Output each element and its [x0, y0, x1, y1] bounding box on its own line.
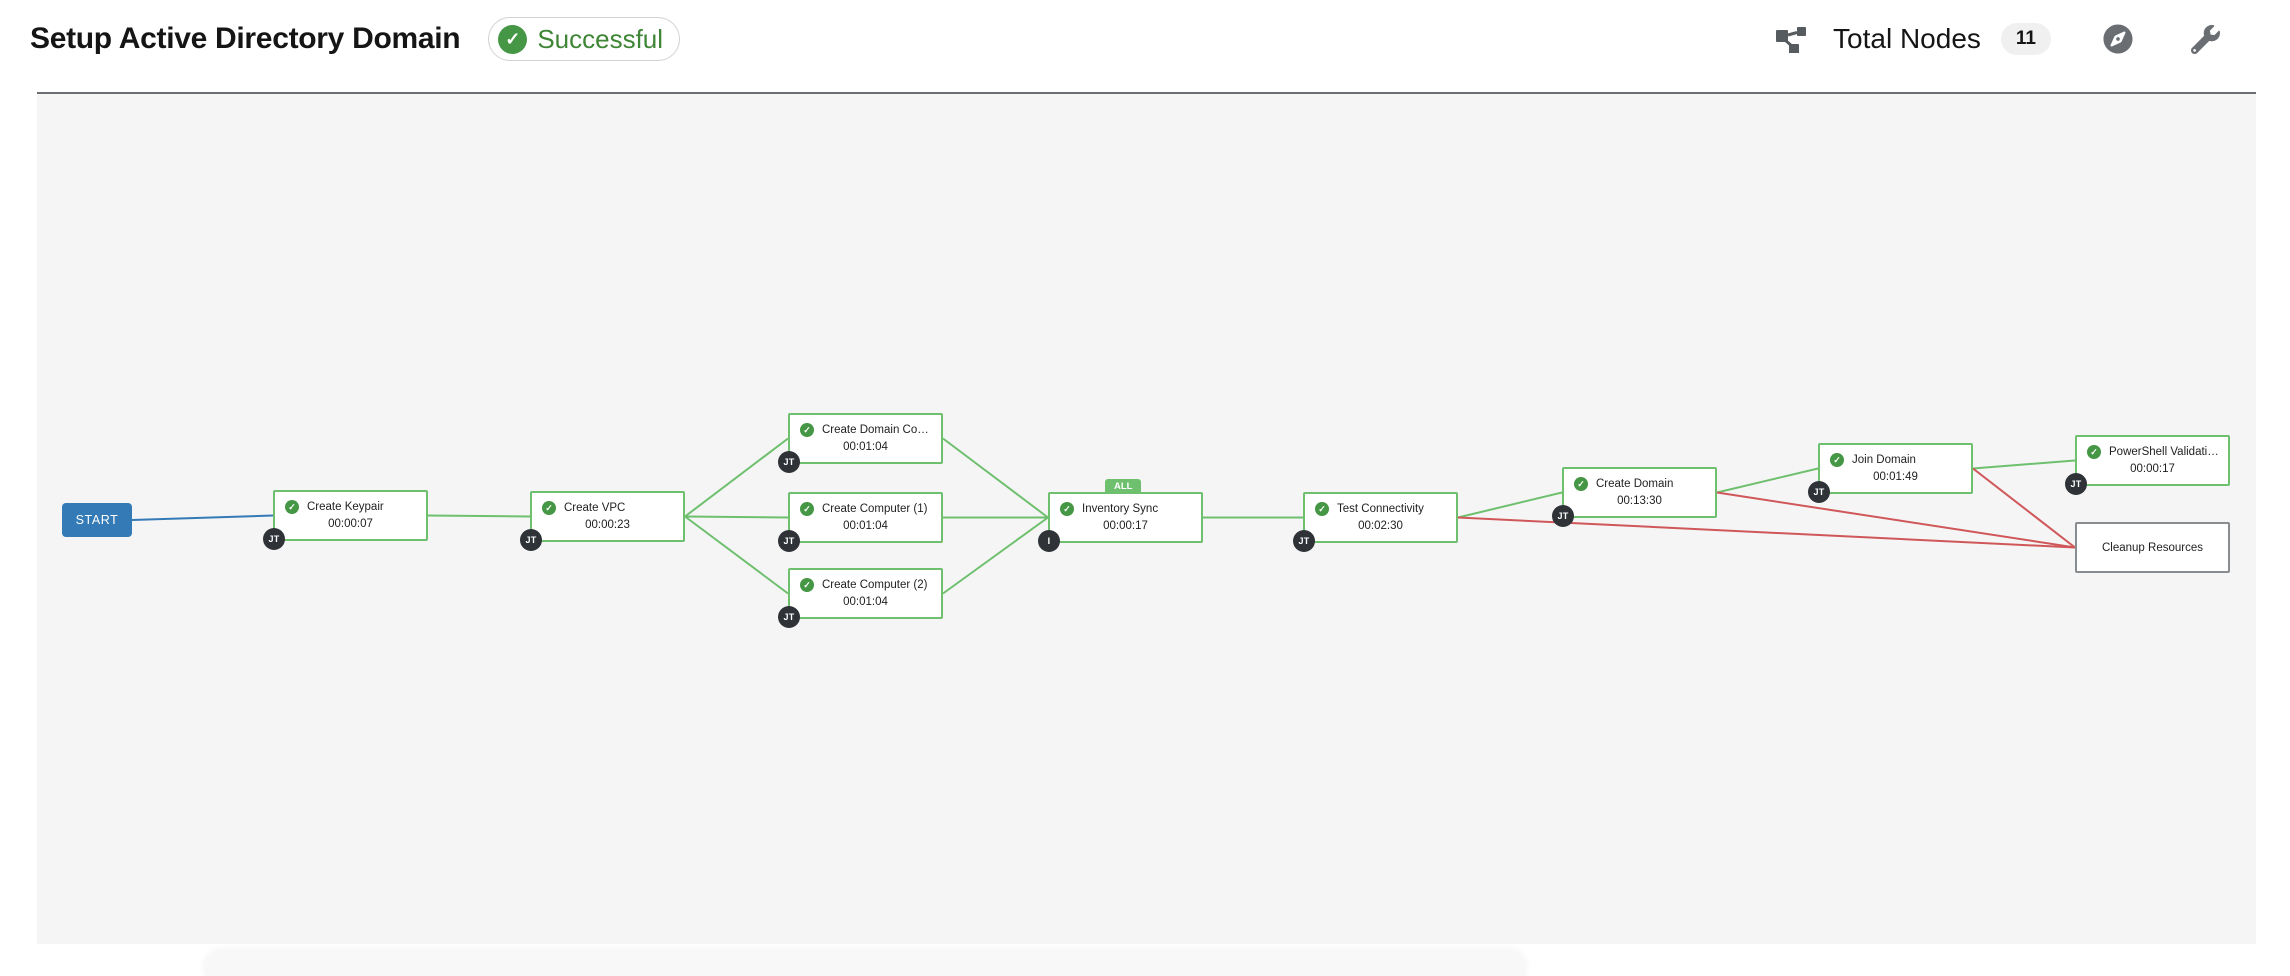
sitemap-icon: [1775, 25, 1807, 53]
node-type-badge: JT: [1808, 481, 1830, 503]
check-circle-icon: ✓: [800, 578, 814, 592]
edge-create-computer-2-to-inventory-sync: [942, 516, 1049, 595]
header: Setup Active Directory Domain ✓ Successf…: [0, 0, 2290, 92]
edge-create-vpc-to-create-computer-1: [684, 515, 789, 519]
node-type-badge: JT: [778, 530, 800, 552]
check-circle-icon: ✓: [285, 500, 299, 514]
workflow-node-cleanup-resources[interactable]: Cleanup Resources: [2075, 522, 2230, 573]
node-elapsed-time: 00:13:30: [1617, 495, 1662, 507]
node-label: Test Connectivity: [1337, 503, 1424, 515]
check-circle-icon: ✓: [1830, 453, 1844, 467]
node-label: Join Domain: [1852, 454, 1916, 466]
edge-create-keypair-to-create-vpc: [427, 514, 531, 518]
node-title-row: ✓ Create Computer (1): [790, 494, 941, 516]
node-label: Inventory Sync: [1082, 503, 1159, 515]
node-elapsed-time: 00:02:30: [1358, 520, 1403, 532]
edge-create-vpc-to-create-domain-controller: [684, 437, 789, 518]
edge-start-to-create-keypair: [131, 514, 274, 521]
node-title-row: ✓ Inventory Sync: [1050, 494, 1201, 516]
node-label: Create Computer (2): [822, 579, 928, 591]
page-title: Setup Active Directory Domain: [30, 22, 461, 55]
check-circle-icon: ✓: [1060, 502, 1074, 516]
node-title-row: ✓ Test Connectivity: [1305, 494, 1456, 516]
edge-create-domain-controller-to-inventory-sync: [942, 437, 1049, 519]
node-title-row: ✓ Create Computer (2): [790, 570, 941, 592]
check-circle-icon: ✓: [542, 501, 556, 515]
node-title-row: ✓ Create VPC: [532, 493, 683, 515]
all-convergence-tag: ALL: [1105, 479, 1142, 494]
compass-icon[interactable]: [2103, 24, 2133, 54]
check-circle-icon: ✓: [498, 24, 528, 54]
node-elapsed-time: 00:00:17: [2130, 463, 2175, 475]
check-circle-icon: ✓: [800, 502, 814, 516]
node-label: Create VPC: [564, 502, 626, 514]
node-title-row: ✓ Join Domain: [1820, 445, 1971, 467]
node-title-row: ✓ Create Keypair: [275, 492, 426, 514]
node-type-badge: JT: [1552, 505, 1574, 527]
total-nodes-label: Total Nodes: [1833, 23, 1981, 54]
total-nodes-count: 11: [2000, 23, 2051, 55]
node-type-badge: I: [1038, 530, 1060, 552]
node-title-row: ✓ PowerShell Validation: [2077, 437, 2228, 459]
check-circle-icon: ✓: [800, 423, 814, 437]
check-circle-icon: ✓: [1574, 477, 1588, 491]
node-elapsed-time: 00:00:17: [1103, 520, 1148, 532]
node-label: PowerShell Validation: [2109, 446, 2220, 458]
legend-shadow: [205, 950, 1525, 976]
node-elapsed-time: 00:01:04: [843, 520, 888, 532]
node-elapsed-time: 00:01:04: [843, 441, 888, 453]
node-type-badge: JT: [263, 528, 285, 550]
node-type-badge: JT: [2065, 473, 2087, 495]
node-label: Create Domain: [1596, 478, 1674, 490]
check-circle-icon: ✓: [1315, 502, 1329, 516]
node-title-row: ✓ Create Domain Contr...: [790, 415, 941, 437]
node-label: Create Domain Contr...: [822, 424, 933, 436]
edge-create-domain-to-cleanup-resources: [1716, 491, 2076, 549]
node-elapsed-time: 00:01:49: [1873, 471, 1918, 483]
edge-test-connectivity-to-create-domain: [1457, 491, 1563, 519]
wrench-icon[interactable]: [2191, 24, 2220, 54]
node-label: Create Keypair: [307, 501, 384, 513]
node-elapsed-time: 00:01:04: [843, 596, 888, 608]
header-right: Total Nodes 11: [1775, 23, 2220, 55]
node-type-badge: JT: [778, 451, 800, 473]
status-badge: ✓ Successful: [488, 17, 681, 61]
edge-join-domain-to-powershell-validation: [1972, 459, 2076, 470]
node-type-badge: JT: [778, 606, 800, 628]
edge-join-domain-to-cleanup-resources: [1972, 467, 2076, 549]
status-label: Successful: [537, 23, 664, 54]
start-node[interactable]: START: [62, 503, 132, 537]
header-left: Setup Active Directory Domain ✓ Successf…: [30, 17, 681, 61]
node-elapsed-time: 00:00:23: [585, 519, 630, 531]
node-type-badge: JT: [520, 529, 542, 551]
node-type-badge: JT: [1293, 530, 1315, 552]
check-circle-icon: ✓: [2087, 445, 2101, 459]
edge-create-vpc-to-create-computer-2: [684, 515, 789, 595]
edge-create-domain-to-join-domain: [1716, 467, 1819, 494]
node-label: Cleanup Resources: [2101, 541, 2203, 554]
node-elapsed-time: 00:00:07: [328, 518, 373, 530]
node-title-row: ✓ Create Domain: [1564, 469, 1715, 491]
node-label: Create Computer (1): [822, 503, 928, 515]
